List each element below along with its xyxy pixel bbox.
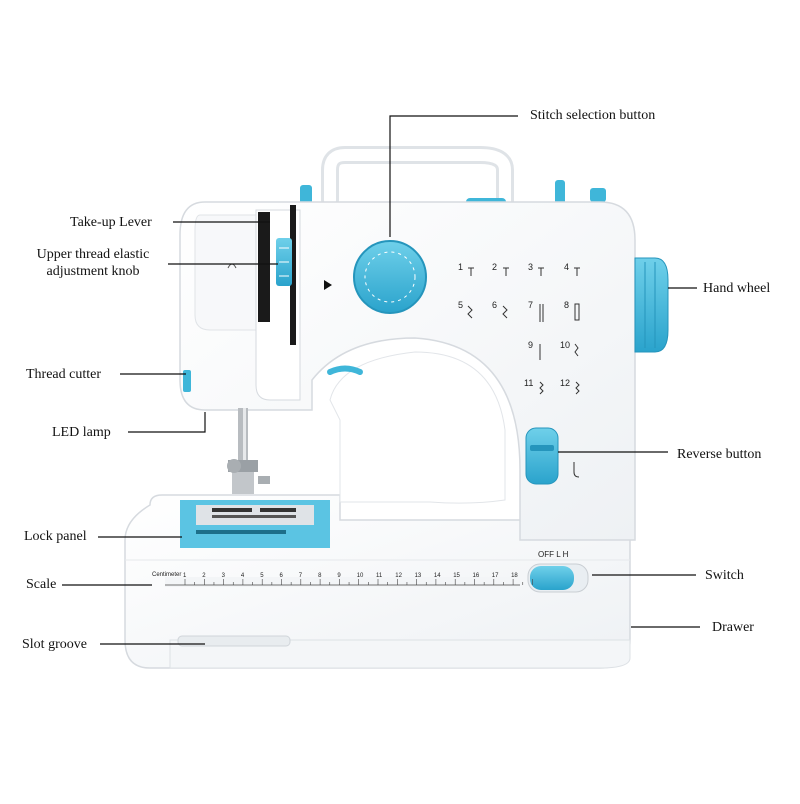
callout-take-up-lever: Take-up Lever: [70, 215, 152, 230]
ruler-number: 6: [280, 573, 284, 579]
power-switch[interactable]: OFF L H: [527, 550, 589, 593]
pointer-arrow-icon: [324, 280, 332, 290]
callout-upper-thread-knob: Upper thread elastic adjustment knob: [18, 246, 168, 280]
ruler-number: 1: [183, 573, 187, 579]
needle-assembly: [227, 408, 270, 494]
ruler-number: 16: [473, 573, 480, 579]
bobbin-winder: [327, 365, 363, 375]
stitch-number: 5: [458, 300, 463, 310]
switch-positions-label: OFF L H: [538, 550, 569, 559]
take-up-lever: [258, 205, 296, 345]
ruler-number: 11: [376, 573, 383, 579]
ruler-number: 17: [492, 573, 499, 579]
callout-scale: Scale: [26, 577, 57, 592]
callout-led-lamp: LED lamp: [52, 425, 111, 440]
ruler-number: 7: [299, 573, 303, 579]
callout-thread-cutter: Thread cutter: [26, 367, 102, 382]
callout-upper-thread-line2: adjustment knob: [46, 264, 140, 279]
ruler-number: 14: [434, 573, 441, 579]
reverse-button[interactable]: [525, 427, 559, 485]
callout-switch: Switch: [705, 568, 744, 583]
carry-handle: [321, 146, 514, 219]
drawer[interactable]: [169, 635, 631, 669]
callout-slot-groove: Slot groove: [22, 637, 87, 652]
ruler-number: 18: [511, 573, 518, 579]
stitch-number: 9: [528, 340, 533, 350]
stitch-number: 11: [524, 378, 533, 388]
ruler-number: 12: [395, 573, 402, 579]
stitch-number: 1: [458, 262, 463, 272]
callout-upper-thread-line1: Upper thread elastic: [36, 247, 150, 262]
leader-lines: [62, 115, 700, 645]
reverse-icon: [573, 462, 580, 478]
stitch-number: 8: [564, 300, 569, 310]
stitch-number: 7: [528, 300, 533, 310]
ruler-number: 5: [260, 573, 264, 579]
lock-panel: [180, 500, 330, 548]
ruler-number: 13: [415, 573, 422, 579]
hand-wheel[interactable]: [634, 257, 669, 353]
ruler-number: 3: [222, 573, 226, 579]
ruler-unit-label: Centimeter: [152, 572, 181, 578]
tension-knob: [276, 238, 292, 286]
ruler-number: 4: [241, 573, 245, 579]
callout-drawer: Drawer: [712, 620, 754, 635]
ruler-number: 10: [357, 573, 364, 579]
ruler-number: 2: [202, 573, 206, 579]
ruler-number: 8: [318, 573, 322, 579]
stitch-number: 6: [492, 300, 497, 310]
stitch-pattern-chart: 1 2 3 4 5 6 7 8 9 10 11 12: [458, 262, 570, 388]
callout-reverse-button: Reverse button: [677, 447, 762, 462]
stitch-number: 3: [528, 262, 533, 272]
stitch-number: 2: [492, 262, 497, 272]
stitch-number: 10: [560, 340, 570, 350]
stitch-selection-dial[interactable]: [353, 240, 427, 314]
callout-lock-panel: Lock panel: [24, 529, 87, 544]
ruler-number: 15: [453, 573, 460, 579]
ruler-ticks: [184, 579, 533, 585]
ruler-number: 9: [337, 573, 341, 579]
stitch-number: 4: [564, 262, 569, 272]
callout-stitch-selection-button: Stitch selection button: [530, 108, 656, 123]
callout-hand-wheel: Hand wheel: [703, 281, 771, 296]
thread-cutter: [183, 370, 191, 392]
stitch-number: 12: [560, 378, 570, 388]
stitch-pattern-icons: [467, 267, 580, 395]
